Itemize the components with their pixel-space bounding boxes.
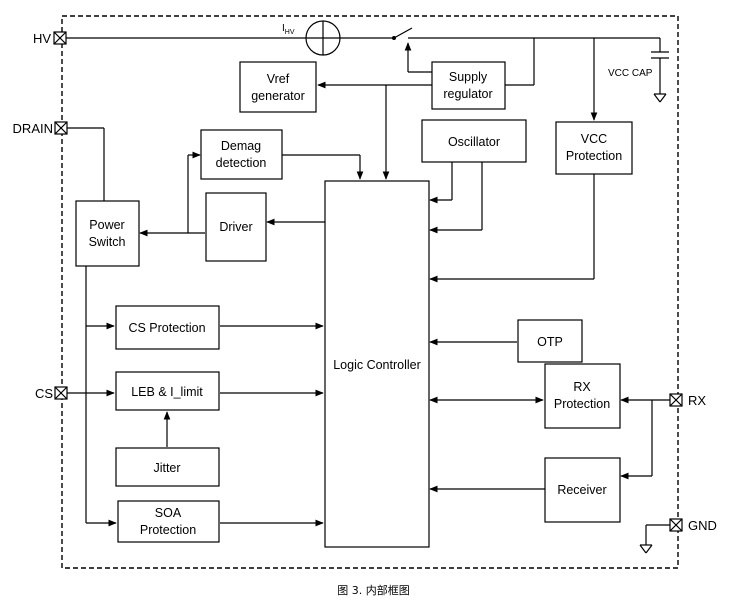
cs-protection-label: CS Protection bbox=[128, 321, 205, 335]
demag-detection-block: Demag detection bbox=[200, 129, 283, 180]
rx-protection-block: RX Protection bbox=[544, 363, 621, 429]
rx-protection-line2: Protection bbox=[554, 397, 610, 411]
demag-detection-line2: detection bbox=[216, 156, 267, 170]
pin-gnd-label: GND bbox=[688, 518, 717, 533]
leb-ilimit-block: LEB & I_limit bbox=[115, 371, 220, 411]
soa-protection-block: SOA Protection bbox=[117, 500, 220, 543]
receiver-block: Receiver bbox=[544, 457, 621, 523]
oscillator-label: Oscillator bbox=[448, 135, 500, 149]
supply-regulator-line1: Supply bbox=[449, 70, 488, 84]
pin-hv-label: HV bbox=[33, 31, 51, 46]
pin-cs: CS bbox=[35, 386, 68, 401]
power-switch-block: Power Switch bbox=[75, 200, 140, 267]
jitter-label: Jitter bbox=[153, 461, 180, 475]
cs-protection-block: CS Protection bbox=[115, 305, 220, 350]
soa-protection-line2: Protection bbox=[140, 523, 196, 537]
rx-protection-line1: RX bbox=[573, 380, 591, 394]
pin-drain-label: DRAIN bbox=[13, 121, 53, 136]
wires bbox=[66, 27, 670, 554]
pin-drain: DRAIN bbox=[13, 121, 68, 136]
vcc-protection-line2: Protection bbox=[566, 149, 622, 163]
pin-rx: RX bbox=[669, 393, 706, 408]
power-switch-line1: Power bbox=[89, 218, 124, 232]
jitter-block: Jitter bbox=[115, 447, 220, 487]
vref-generator-block: Vref generator bbox=[239, 61, 317, 113]
current-source-icon bbox=[305, 20, 341, 56]
pin-hv: HV bbox=[33, 31, 67, 46]
receiver-label: Receiver bbox=[557, 483, 606, 497]
vref-generator-line1: Vref bbox=[267, 72, 290, 86]
leb-ilimit-label: LEB & I_limit bbox=[131, 385, 203, 399]
vcc-protection-block: VCC Protection bbox=[555, 121, 633, 175]
power-switch-line2: Switch bbox=[89, 235, 126, 249]
current-source-label: IHV bbox=[282, 23, 295, 36]
vcc-protection-line1: VCC bbox=[581, 132, 607, 146]
demag-detection-line1: Demag bbox=[221, 139, 261, 153]
supply-regulator-line2: regulator bbox=[443, 87, 492, 101]
block-diagram: IHV VCC CAP HV DRAIN CS RX GND Vref gene… bbox=[13, 15, 717, 569]
otp-block: OTP bbox=[517, 319, 583, 363]
driver-block: Driver bbox=[205, 192, 267, 262]
logic-controller-block: Logic Controller bbox=[324, 180, 430, 548]
pin-gnd: GND bbox=[669, 518, 717, 533]
chip-boundary bbox=[61, 15, 679, 569]
vcc-cap-label: VCC CAP bbox=[608, 68, 653, 79]
oscillator-block: Oscillator bbox=[421, 119, 527, 163]
figure-caption: 图 3. 内部框图 bbox=[337, 584, 410, 597]
vref-generator-line2: generator bbox=[251, 89, 305, 103]
pin-cs-label: CS bbox=[35, 386, 53, 401]
otp-label: OTP bbox=[537, 335, 563, 349]
pin-rx-label: RX bbox=[688, 393, 706, 408]
logic-controller-label: Logic Controller bbox=[333, 358, 421, 372]
driver-label: Driver bbox=[219, 220, 252, 234]
supply-regulator-block: Supply regulator bbox=[431, 61, 506, 110]
soa-protection-line1: SOA bbox=[155, 506, 182, 520]
